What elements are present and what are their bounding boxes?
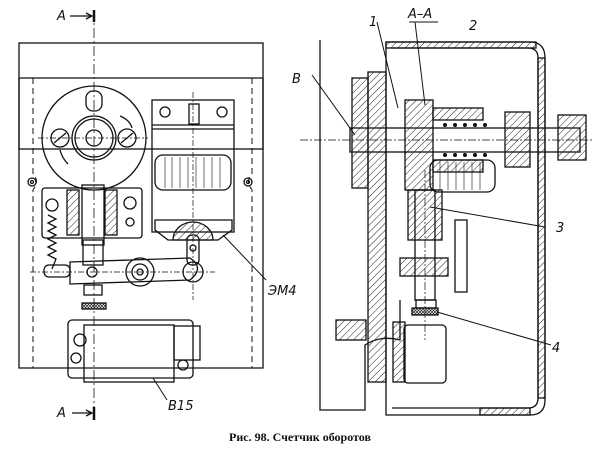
section-view xyxy=(300,21,592,416)
figure-caption: Рис. 98. Счетчик оборотов xyxy=(229,430,371,444)
label-section-a-top: А xyxy=(56,9,66,24)
label-3: 3 xyxy=(556,221,564,236)
label-1: 1 xyxy=(369,15,377,30)
housing-top xyxy=(18,42,264,150)
label-section-title: А–А xyxy=(407,7,432,22)
front-view xyxy=(18,10,267,420)
label-4: 4 xyxy=(552,341,560,356)
switch-b15 xyxy=(67,319,194,379)
switch xyxy=(403,324,447,384)
lever xyxy=(69,257,199,285)
section-arrow-top xyxy=(70,12,94,20)
gear xyxy=(429,159,496,193)
label-2: 2 xyxy=(469,19,477,34)
label-section-a-bottom: А xyxy=(56,406,66,421)
label-b: В xyxy=(292,72,301,87)
label-v15: В15 xyxy=(168,399,193,414)
wall-section xyxy=(367,71,387,383)
spring xyxy=(46,214,58,270)
housing-body xyxy=(18,78,264,369)
label-em4: ЭМ4 xyxy=(267,284,297,299)
section-arrow-bottom xyxy=(72,409,94,417)
